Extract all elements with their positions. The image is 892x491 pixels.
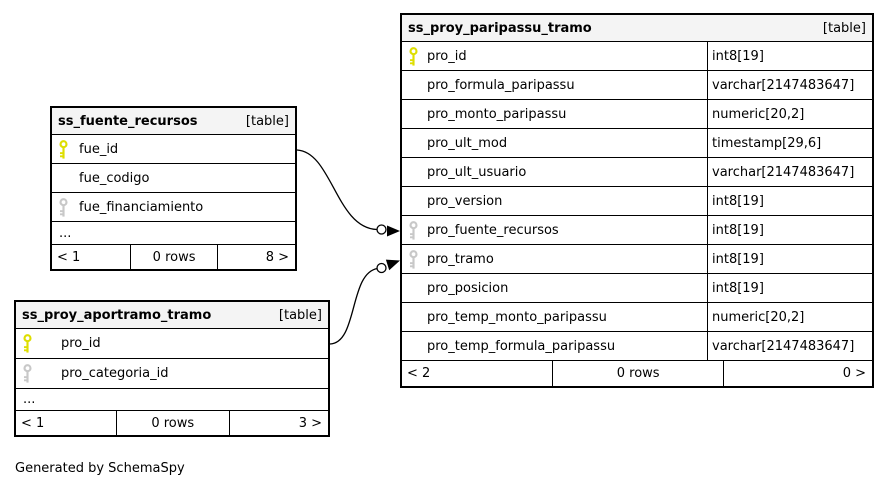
column-row-fue-id: fue_id	[52, 135, 295, 164]
column-name: pro_posicion	[427, 280, 509, 296]
row-count: 0 rows	[129, 245, 219, 269]
parents-count: < 1	[21, 415, 45, 431]
children-count: 3 >	[298, 415, 322, 431]
column-row-pro-posicion: pro_posicion int8[19]	[402, 274, 872, 303]
table-type-badge: [table]	[245, 113, 289, 129]
column-name: fue_codigo	[79, 170, 150, 186]
table-node-ss-fuente-recursos: ss_fuente_recursos [table] fue_id fue_co…	[50, 106, 297, 271]
table-name[interactable]: ss_proy_paripassu_tramo	[408, 20, 592, 36]
relationship-fue-id-to-pro-fuente-recursos	[296, 149, 400, 237]
column-name: pro_formula_paripassu	[427, 77, 575, 93]
column-name: pro_fuente_recursos	[427, 222, 559, 238]
foreign-key-icon	[23, 364, 32, 383]
column-row-pro-categoria-id: pro_categoria_id	[16, 359, 328, 389]
column-row-fue-codigo: fue_codigo	[52, 164, 295, 193]
column-row-fue-financiamiento: fue_financiamiento	[52, 193, 295, 222]
ellipsis-label: ...	[23, 392, 36, 407]
column-type: varchar[2147483647]	[707, 332, 872, 360]
column-type: timestamp[29,6]	[707, 129, 872, 157]
row-count: 0 rows	[552, 361, 724, 386]
table-type-badge: [table]	[278, 307, 322, 323]
column-name: pro_version	[427, 193, 503, 209]
column-row-pro-temp-monto-paripassu: pro_temp_monto_paripassu numeric[20,2]	[402, 303, 872, 332]
column-row-pro-id: pro_id int8[19]	[402, 42, 872, 71]
column-name: pro_tramo	[427, 251, 494, 267]
column-row-pro-formula-paripassu: pro_formula_paripassu varchar[2147483647…	[402, 71, 872, 100]
column-type: varchar[2147483647]	[707, 158, 872, 186]
children-count: 8 >	[265, 249, 289, 265]
generator-credit: Generated by SchemaSpy	[15, 461, 185, 476]
column-name: pro_id	[61, 336, 101, 351]
column-row-pro-id: pro_id	[16, 329, 328, 359]
foreign-key-icon	[409, 220, 418, 240]
column-name: pro_ult_usuario	[427, 164, 527, 180]
column-type: numeric[20,2]	[707, 303, 872, 331]
primary-key-icon	[59, 139, 68, 159]
column-name: pro_temp_formula_paripassu	[427, 338, 616, 354]
column-row-pro-ult-usuario: pro_ult_usuario varchar[2147483647]	[402, 158, 872, 187]
table-footer: < 2 0 rows 0 >	[402, 361, 872, 386]
column-type: int8[19]	[707, 42, 872, 70]
column-name: pro_temp_monto_paripassu	[427, 309, 607, 325]
column-row-pro-temp-formula-paripassu: pro_temp_formula_paripassu varchar[21474…	[402, 332, 872, 361]
column-type: int8[19]	[707, 216, 872, 244]
column-row-pro-fuente-recursos: pro_fuente_recursos int8[19]	[402, 216, 872, 245]
column-name: fue_financiamiento	[79, 199, 204, 215]
foreign-key-icon	[59, 197, 68, 217]
primary-key-icon	[23, 334, 32, 353]
table-header[interactable]: ss_proy_paripassu_tramo [table]	[402, 15, 872, 42]
column-type: int8[19]	[707, 274, 872, 302]
column-name: fue_id	[79, 141, 119, 157]
table-header[interactable]: ss_proy_aportramo_tramo [table]	[16, 302, 328, 329]
column-row-pro-monto-paripassu: pro_monto_paripassu numeric[20,2]	[402, 100, 872, 129]
ellipsis-label: ...	[59, 225, 72, 241]
column-row-pro-tramo: pro_tramo int8[19]	[402, 245, 872, 274]
columns-collapsed-row: ...	[16, 389, 328, 411]
column-name: pro_monto_paripassu	[427, 106, 567, 122]
relationship-pro-id-to-pro-tramo	[329, 259, 400, 345]
table-node-ss-proy-paripassu-tramo: ss_proy_paripassu_tramo [table] pro_id i…	[400, 13, 874, 388]
children-count: 0 >	[842, 366, 866, 381]
columns-collapsed-row: ...	[52, 222, 295, 245]
column-name: pro_ult_mod	[427, 135, 508, 151]
column-name: pro_id	[427, 48, 467, 64]
column-row-pro-version: pro_version int8[19]	[402, 187, 872, 216]
column-type: varchar[2147483647]	[707, 71, 872, 99]
primary-key-icon	[409, 46, 418, 66]
foreign-key-icon	[409, 249, 418, 269]
table-footer: < 1 0 rows 8 >	[52, 245, 295, 269]
table-name[interactable]: ss_fuente_recursos	[58, 113, 198, 129]
table-footer: < 1 0 rows 3 >	[16, 411, 328, 435]
column-type: int8[19]	[707, 187, 872, 215]
parents-count: < 2	[407, 366, 431, 381]
table-type-badge: [table]	[822, 20, 866, 36]
table-node-ss-proy-aportramo-tramo: ss_proy_aportramo_tramo [table] pro_id p…	[14, 300, 330, 437]
row-count: 0 rows	[115, 411, 230, 435]
column-name: pro_categoria_id	[61, 366, 169, 381]
table-header[interactable]: ss_fuente_recursos [table]	[52, 108, 295, 135]
parents-count: < 1	[57, 249, 81, 265]
column-type: numeric[20,2]	[707, 100, 872, 128]
column-type: int8[19]	[707, 245, 872, 273]
column-row-pro-ult-mod: pro_ult_mod timestamp[29,6]	[402, 129, 872, 158]
table-name[interactable]: ss_proy_aportramo_tramo	[22, 307, 212, 323]
